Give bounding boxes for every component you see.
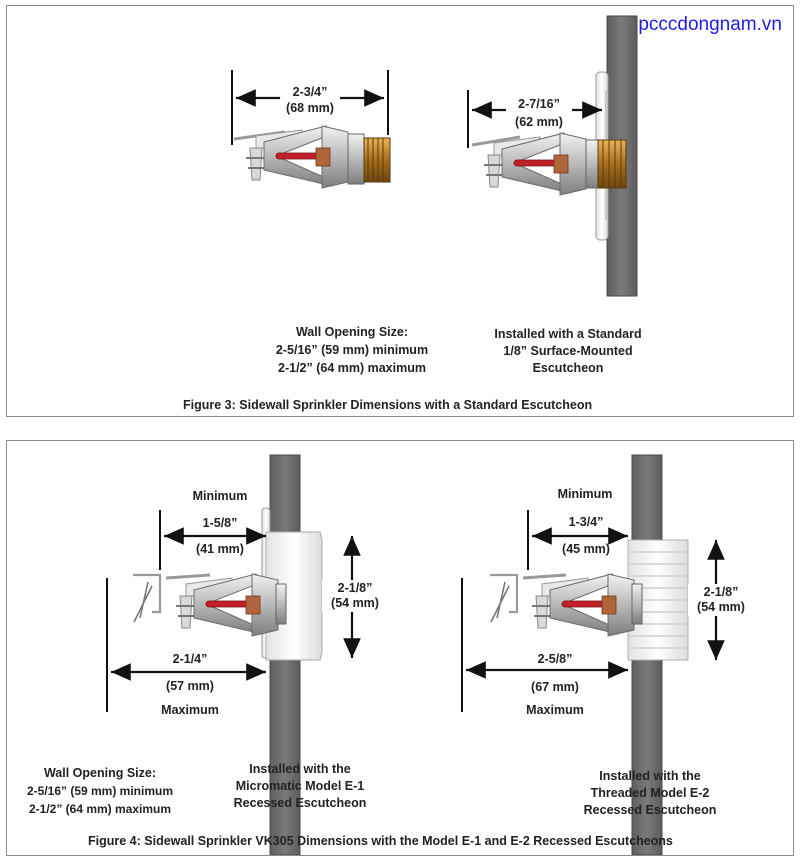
fig3-installed-line2: 1/8” Surface-Mounted	[503, 344, 633, 358]
fig4-caption: Figure 4: Sidewall Sprinkler VK305 Dimen…	[88, 834, 673, 848]
fig3-installed-line3: Escutcheon	[532, 361, 604, 375]
fig4-left-installed-line3: Recessed Escutcheon	[233, 796, 367, 810]
figure-4-panel	[6, 440, 794, 856]
fig3-right-dim-in: 2-7/16”	[518, 97, 560, 111]
figure-3-panel	[6, 5, 794, 417]
fig3-left-thread	[363, 137, 391, 183]
fig3-wall-opening-min: 2-5/16” (59 mm) minimum	[275, 343, 429, 357]
fig3-left-dimension	[231, 70, 389, 145]
fig4-left-height-mm: (54 mm)	[322, 595, 388, 612]
fig4-right-height-in: 2-1/8”	[688, 584, 754, 601]
fig4-left-min-label: Minimum	[192, 489, 248, 503]
fig4-right-height-mm: (54 mm)	[688, 599, 754, 616]
fig4-right-max-label: Maximum	[526, 703, 584, 717]
fig4-right-installed-line1: Installed with the	[599, 769, 701, 783]
fig3-wall-opening-max: 2-1/2” (64 mm) maximum	[278, 361, 426, 375]
fig4-right-max-mm: (67 mm)	[531, 680, 579, 694]
fig4-left-min-mm: (41 mm)	[196, 542, 244, 556]
fig4-wall-opening-max: 2-1/2” (64 mm) maximum	[28, 802, 172, 816]
fig4-left-min-in: 1-5/8”	[202, 516, 238, 530]
fig3-right-dim-mm: (62 mm)	[515, 115, 563, 129]
fig4-right-max-in: 2-5/8”	[537, 652, 573, 666]
fig3-right-dimension	[467, 90, 602, 148]
fig3-installed-line1: Installed with a Standard	[494, 327, 642, 341]
fig4-left-height-in: 2-1/8”	[322, 580, 388, 597]
fig4-right-min-in: 1-3/4”	[568, 515, 604, 529]
fig4-left-installed-line2: Micromatic Model E-1	[235, 779, 365, 793]
fig3-caption: Figure 3: Sidewall Sprinkler Dimensions …	[183, 398, 593, 412]
fig3-left-dim-mm: (68 mm)	[286, 101, 334, 115]
fig4-left-installed-line1: Installed with the	[249, 762, 351, 776]
watermark-text: pcccdongnam.vn	[638, 14, 782, 35]
fig3-right-sprinkler	[471, 132, 627, 196]
fig3-left-sprinkler	[233, 125, 391, 189]
fig3-wall-opening-title: Wall Opening Size:	[295, 325, 409, 339]
fig4-right-min-mm: (45 mm)	[562, 542, 610, 556]
fig4-right-sprinkler	[490, 573, 643, 637]
fig4-left-max-label: Maximum	[161, 703, 219, 717]
fig3-left-dim-in: 2-3/4”	[292, 85, 328, 99]
fig4-wall-opening-min: 2-5/16” (59 mm) minimum	[26, 784, 174, 798]
fig4-right-installed-line2: Threaded Model E-2	[590, 786, 710, 800]
fig4-left-max-in: 2-1/4”	[172, 652, 208, 666]
fig4-left-sprinkler	[133, 573, 287, 637]
fig4-right-min-label: Minimum	[557, 487, 613, 501]
fig4-left-max-mm: (57 mm)	[166, 679, 214, 693]
fig4-right-installed-line3: Recessed Escutcheon	[583, 803, 717, 817]
fig4-left-wall	[261, 454, 323, 856]
fig4-wall-opening-title: Wall Opening Size:	[43, 766, 157, 780]
